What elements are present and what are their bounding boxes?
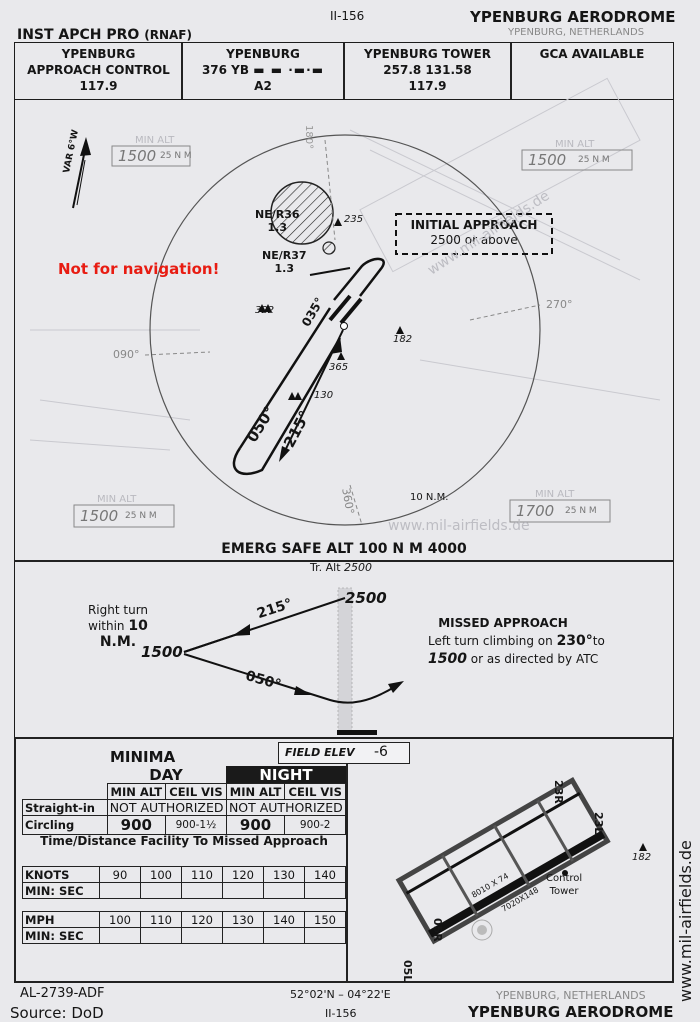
tdf-title: Time/Distance Facility To Missed Approac… [40, 834, 328, 848]
field-elev-box: FIELD ELEV -6 [278, 742, 410, 764]
min-alt-nw: 1500 [118, 147, 157, 165]
location-top: YPENBURG, NETHERLANDS [508, 27, 645, 38]
plan-view-drawing [29, 77, 661, 528]
obstacle-235: 235 [344, 214, 364, 225]
obstacle-365: 365 [329, 362, 349, 373]
page-number-bottom: II-156 [325, 1007, 357, 1020]
obstacle-322: 322 [255, 305, 275, 316]
profile-alt-1500: 1500 [141, 643, 183, 661]
range-ne: 25 N M [578, 155, 610, 165]
min-alt-label-ne: MIN ALT [555, 139, 595, 150]
bearing-180: 180° [303, 125, 314, 150]
watermark-plan-2: www.mil-airfields.de [388, 518, 530, 534]
rwy-23l: 23L [592, 812, 605, 835]
rwy-23r: 23R [552, 780, 565, 804]
min-alt-label-se: MIN ALT [535, 489, 575, 500]
minima-night: NIGHT [226, 766, 346, 784]
range-se: 25 N M [565, 506, 597, 516]
bearing-270: 270° [546, 298, 573, 311]
profile-alt-2500: 2500 [345, 589, 387, 607]
page-number-top: II-156 [330, 9, 365, 23]
location-bottom: YPENBURG, NETHERLANDS [496, 989, 646, 1002]
obstacle-130: 130 [314, 390, 334, 401]
comms-box [14, 42, 674, 100]
procedure-name: INST APCH PRO [17, 27, 140, 43]
missed-approach-note: MISSED APPROACH Left turn climbing on 23… [428, 616, 605, 667]
profile-drawing [183, 587, 404, 735]
rwy-05r: 05R [431, 918, 444, 942]
not-for-navigation: Not for navigation! [58, 260, 220, 278]
transition-altitude: Tr. Alt 2500 [310, 561, 373, 574]
morse-code-icon: ▬ ▬ ·▬·▬ [253, 63, 325, 77]
source-label: Source: DoD [10, 1004, 104, 1022]
range-sw: 25 N M [125, 511, 157, 521]
minima-day: DAY [149, 766, 183, 784]
emergency-safe-alt: EMERG SAFE ALT 100 N M 4000 [221, 541, 467, 557]
procedure-title: INST APCH PRO (RNAF) [17, 27, 192, 43]
min-alt-ne: 1500 [528, 151, 567, 169]
bearing-090: 090° [113, 348, 140, 361]
procedure-suffix: (RNAF) [144, 28, 192, 42]
coordinates: 52°02'N – 04°22'E [290, 988, 391, 1001]
chart-id: AL-2739-ADF [20, 986, 105, 1001]
min-alt-se: 1700 [516, 502, 555, 520]
minima-title: MINIMA [110, 748, 176, 766]
airport-obstacle-182: 182 [632, 852, 652, 863]
aerodrome-title-bottom: YPENBURG AERODROME [468, 1003, 674, 1021]
range-nw: 25 N M [160, 151, 192, 161]
comm-ndb: YPENBURG 376 YB ▬ ▬ ·▬·▬ A2 [201, 47, 325, 93]
comm-gca: GCA AVAILABLE [539, 47, 645, 61]
min-alt-sw: 1500 [80, 507, 119, 525]
airport-diagram [395, 776, 647, 945]
min-alt-label-nw: MIN ALT [135, 135, 175, 146]
rwy-05l: 05L [401, 960, 414, 983]
right-turn-note: Right turn within 10 N.M. [87, 603, 149, 650]
plan-frame [14, 98, 674, 739]
aerodrome-title-top: YPENBURG AERODROME [470, 8, 676, 26]
obstacle-182: 182 [393, 334, 413, 345]
min-alt-label-sw: MIN ALT [97, 494, 137, 505]
ten-nm-label: 10 N.M. [410, 492, 449, 503]
